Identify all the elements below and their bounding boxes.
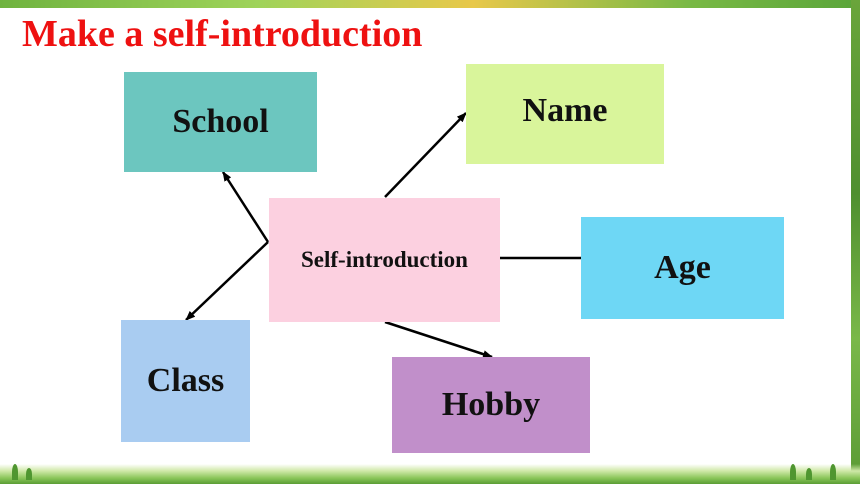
- grass-blade-icon: [830, 464, 836, 480]
- node-age-label: Age: [654, 249, 711, 286]
- node-class: Class: [121, 320, 250, 442]
- node-center-label: Self-introduction: [301, 247, 468, 272]
- decorative-top-border: [0, 0, 860, 8]
- grass-blade-icon: [26, 468, 32, 480]
- node-school: School: [124, 72, 317, 172]
- slide-title: Make a self-introduction: [22, 13, 423, 55]
- arrow-to-name: [384, 112, 467, 198]
- decorative-right-border: [851, 0, 860, 484]
- grass-blade-icon: [12, 464, 18, 480]
- grass-blade-icon: [790, 464, 796, 480]
- decorative-grass-border: [0, 464, 860, 484]
- arrow-to-class: [185, 241, 269, 321]
- node-hobby-label: Hobby: [441, 386, 541, 423]
- node-name-label: Name: [522, 92, 608, 129]
- grass-blade-icon: [806, 468, 812, 480]
- node-name: Name: [466, 64, 664, 164]
- arrow-to-hobby: [384, 320, 493, 359]
- node-school-label: School: [172, 103, 269, 140]
- node-age: Age: [581, 217, 784, 319]
- node-class-label: Class: [146, 362, 225, 399]
- arrow-to-school: [221, 171, 270, 243]
- node-self-introduction: Self-introduction: [269, 198, 500, 322]
- node-hobby: Hobby: [392, 357, 590, 453]
